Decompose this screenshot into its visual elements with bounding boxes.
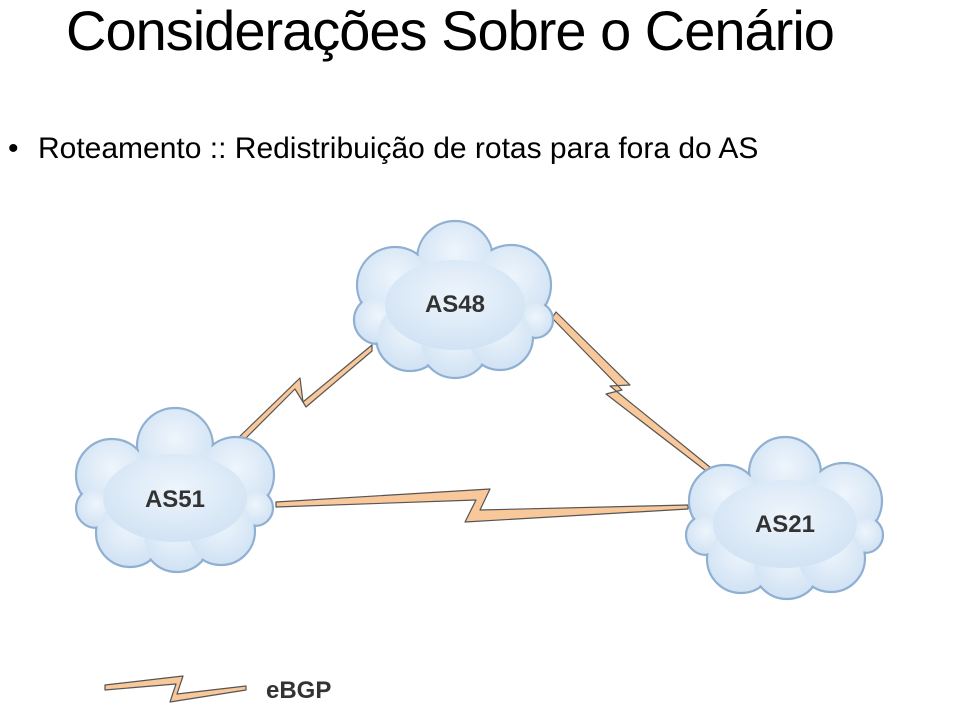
legend: eBGP <box>104 675 331 704</box>
bullet-item: • Roteamento :: Redistribuição de rotas p… <box>8 132 758 166</box>
cloud-label-as21: AS21 <box>755 511 815 538</box>
cloud-as21: AS21 <box>684 435 885 601</box>
link-as48-as21 <box>551 311 717 475</box>
legend-ebgp-label: eBGP <box>266 677 331 704</box>
link-as51-as48 <box>235 344 373 445</box>
slide-title: Considerações Sobre o Cenário <box>66 0 835 62</box>
bullet-text: Roteamento :: Redistribuição de rotas pa… <box>38 132 759 165</box>
cloud-label-as48: AS48 <box>425 291 485 318</box>
link-as51-as21 <box>275 488 689 523</box>
cloud-as48: AS48 <box>352 219 555 380</box>
bullet-dot: • <box>8 132 19 165</box>
cloud-label-as51: AS51 <box>145 486 205 513</box>
cloud-as51: AS51 <box>74 406 276 574</box>
legend-ebgp-symbol <box>104 675 247 703</box>
